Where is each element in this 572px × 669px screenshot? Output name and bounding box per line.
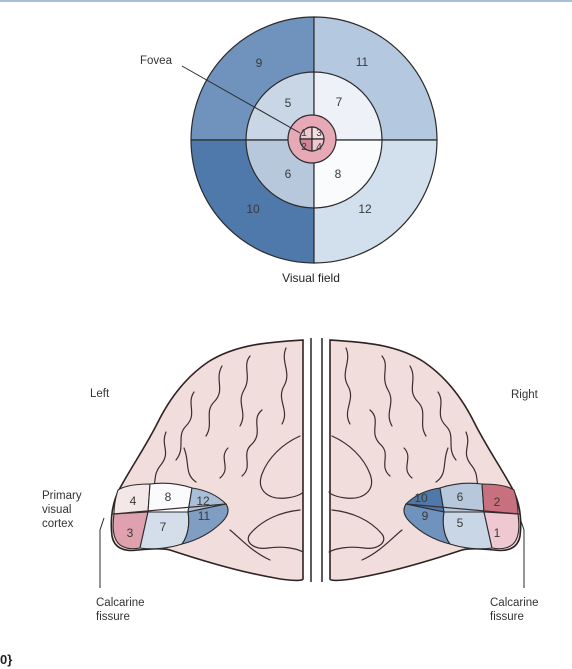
field-label-6: 6 [285, 167, 292, 181]
left-cortex-label-12: 12 [196, 494, 210, 508]
left-gyrus-line [259, 435, 304, 499]
field-label-3: 3 [316, 128, 322, 139]
field-region-4 [311, 138, 325, 152]
visual-field-diagram: 9 11 10 12 5 7 6 8 1 3 2 4 Fovea Visual … [140, 16, 438, 285]
left-gyrus-line [175, 391, 195, 461]
left-gyrus-line [239, 355, 251, 427]
right-cortex-label-5: 5 [457, 516, 464, 530]
right-fissure-leader [519, 517, 525, 588]
fovea-leader-line [181, 65, 301, 134]
right-gyrus-line [435, 447, 449, 483]
left-cortex-region-3 [112, 511, 149, 550]
left-side-label: Left [90, 388, 110, 400]
left-cortex-label-7: 7 [160, 520, 167, 534]
field-label-8: 8 [335, 167, 342, 181]
right-cortex-region-5 [442, 511, 493, 550]
field-label-5: 5 [285, 96, 292, 110]
right-gyrus-line [328, 435, 373, 499]
primary-visual-cortex-label-line3: cortex [42, 518, 74, 530]
footer-fragment-text: 0} [0, 652, 12, 667]
left-calcarine-fissure-label-line1: Calcarine [96, 597, 145, 609]
right-gyrus-line [361, 529, 403, 561]
right-gyrus-line [437, 391, 457, 461]
left-calcarine-line [112, 503, 227, 515]
right-cortex-label-1: 1 [494, 526, 501, 540]
left-gyrus-line [219, 447, 229, 479]
field-label-12: 12 [358, 202, 372, 216]
fovea-label: Fovea [140, 55, 173, 67]
left-gyrus-line [229, 529, 271, 561]
left-gyrus-line [205, 365, 223, 437]
right-calcarine-fissure-label-line1: Calcarine [490, 597, 539, 609]
right-cortex-label-2: 2 [494, 495, 501, 509]
right-hemisphere: 10 9 6 5 2 1 [328, 339, 525, 588]
field-region-7 [313, 71, 383, 141]
field-label-10: 10 [246, 202, 260, 216]
left-cortex-label-4: 4 [130, 494, 137, 508]
left-calcarine-fissure-label-line2: fissure [96, 611, 130, 623]
left-cortex-label-3: 3 [127, 526, 134, 540]
top-border-line [0, 0, 572, 2]
field-region-8 [313, 139, 383, 209]
field-label-4: 4 [316, 142, 322, 153]
left-cortex-label-11: 11 [198, 509, 211, 523]
right-cortex-label-9: 9 [422, 509, 429, 523]
left-gyrus-line [280, 347, 288, 425]
right-calcarine-fissure-label-line2: fissure [490, 611, 524, 623]
left-fissure-leader [99, 517, 105, 588]
left-gyrus-line [241, 409, 263, 477]
right-cortex-region-6 [439, 482, 485, 513]
right-calcarine-line [405, 503, 520, 515]
right-gyrus-line [328, 509, 385, 553]
left-cortex-region-11 [180, 503, 229, 545]
field-label-9: 9 [256, 56, 263, 70]
field-label-11: 11 [356, 55, 369, 69]
right-gyrus-line [344, 347, 352, 425]
right-gyrus-line [409, 365, 427, 437]
field-label-7: 7 [336, 95, 343, 109]
visual-field-caption: Visual field [282, 271, 340, 285]
left-gyrus-line [183, 447, 197, 483]
right-cortex-label-10: 10 [414, 491, 428, 505]
left-hemisphere: 4 3 8 7 12 11 [99, 339, 304, 588]
right-gyrus-line [381, 355, 393, 427]
right-side-label: Right [511, 389, 539, 401]
right-cortex-region-1 [483, 511, 520, 550]
left-gyrus-line [247, 509, 304, 553]
primary-visual-cortex-label-line1: Primary [42, 490, 82, 502]
left-cortex-label-8: 8 [165, 490, 172, 504]
right-gyrus-line [403, 447, 413, 479]
field-label-2: 2 [301, 142, 307, 153]
right-gyrus-line [369, 409, 391, 477]
primary-visual-cortex-label-line2: visual [42, 504, 71, 516]
field-label-1: 1 [301, 128, 307, 139]
right-cortex-label-6: 6 [457, 490, 464, 504]
